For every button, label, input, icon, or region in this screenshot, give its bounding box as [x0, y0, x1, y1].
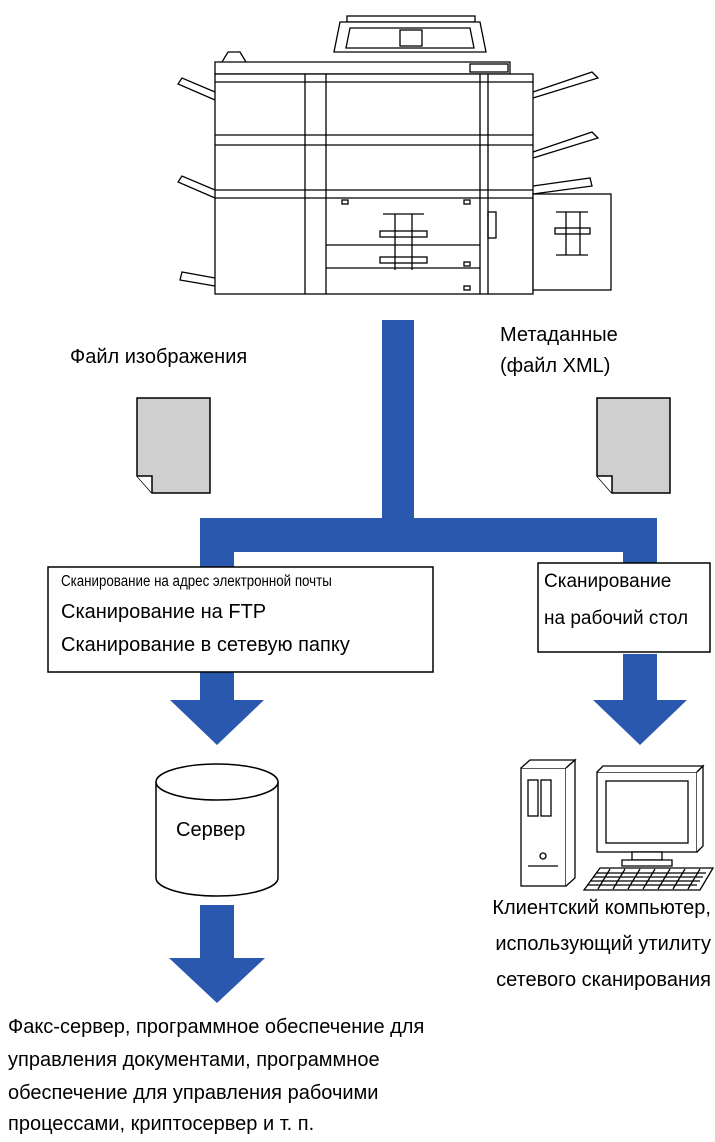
client-label-line1: Клиентский компьютер,	[492, 897, 711, 919]
document-icon	[136, 397, 211, 494]
printer-icon	[177, 15, 612, 295]
destination-label-line3: обеспечение для управления рабочими	[8, 1082, 379, 1104]
server-label: Сервер	[176, 819, 246, 841]
destination-label-line2: управления документами, программное	[8, 1049, 380, 1071]
destination-label-line4: процессами, криптосервер и т. п.	[8, 1113, 315, 1135]
send-methods-box	[47, 566, 434, 673]
client-label-line3: сетевого сканирования	[496, 969, 711, 991]
ftp-scan-label: Сканирование на FTP	[61, 601, 267, 623]
folder-scan-label: Сканирование в сетевую папку	[61, 634, 350, 656]
document-icon	[596, 397, 671, 494]
metadata-label-line1: Метаданные	[500, 324, 618, 346]
flow-lines	[169, 320, 687, 1003]
email-scan-label: Сканирование на адрес электронной почты	[61, 573, 332, 590]
metadata-label-line2: (файл XML)	[500, 355, 611, 377]
client-label-line2: использующий утилиту	[495, 933, 711, 955]
image-file-label: Файл изображения	[70, 346, 248, 368]
desktop-computer-icon	[520, 758, 715, 891]
desktop-scan-label-line2: на рабочий стол	[544, 608, 689, 629]
desktop-scan-box	[537, 562, 711, 653]
desktop-scan-label-line1: Сканирование	[544, 571, 672, 592]
destination-label-line1: Факс-сервер, программное обеспечение для	[8, 1016, 425, 1038]
server-cylinder-icon	[155, 763, 279, 897]
